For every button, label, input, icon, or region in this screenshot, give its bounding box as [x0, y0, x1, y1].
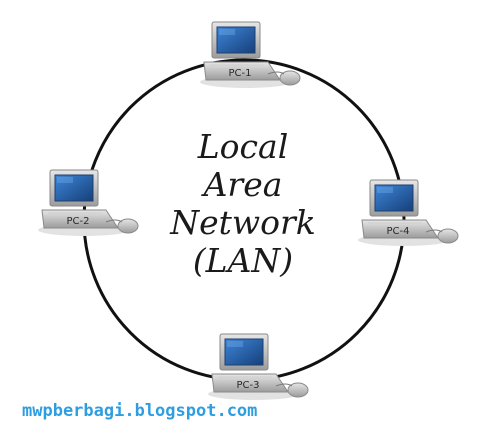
title-line-local: Local — [197, 127, 289, 166]
pc-2-node: PC-2 — [37, 169, 139, 237]
pc-4-label: PC-4 — [387, 226, 410, 237]
diagram-title: Local Area Network (LAN) — [148, 128, 338, 280]
title-line-network: Network — [170, 203, 316, 242]
pc-4-node: PC-4 — [357, 179, 459, 247]
pc-3-label: PC-3 — [237, 380, 260, 391]
pc-1-node: PC-1 — [199, 21, 301, 89]
title-line-area: Area — [203, 165, 283, 204]
pc-1-label: PC-1 — [229, 68, 252, 79]
pc-3-node: PC-3 — [207, 333, 309, 401]
pc-2-label: PC-2 — [67, 216, 90, 227]
title-line-lan: (LAN) — [192, 241, 294, 280]
watermark-text: mwpberbagi.blogspot.com — [22, 401, 258, 421]
